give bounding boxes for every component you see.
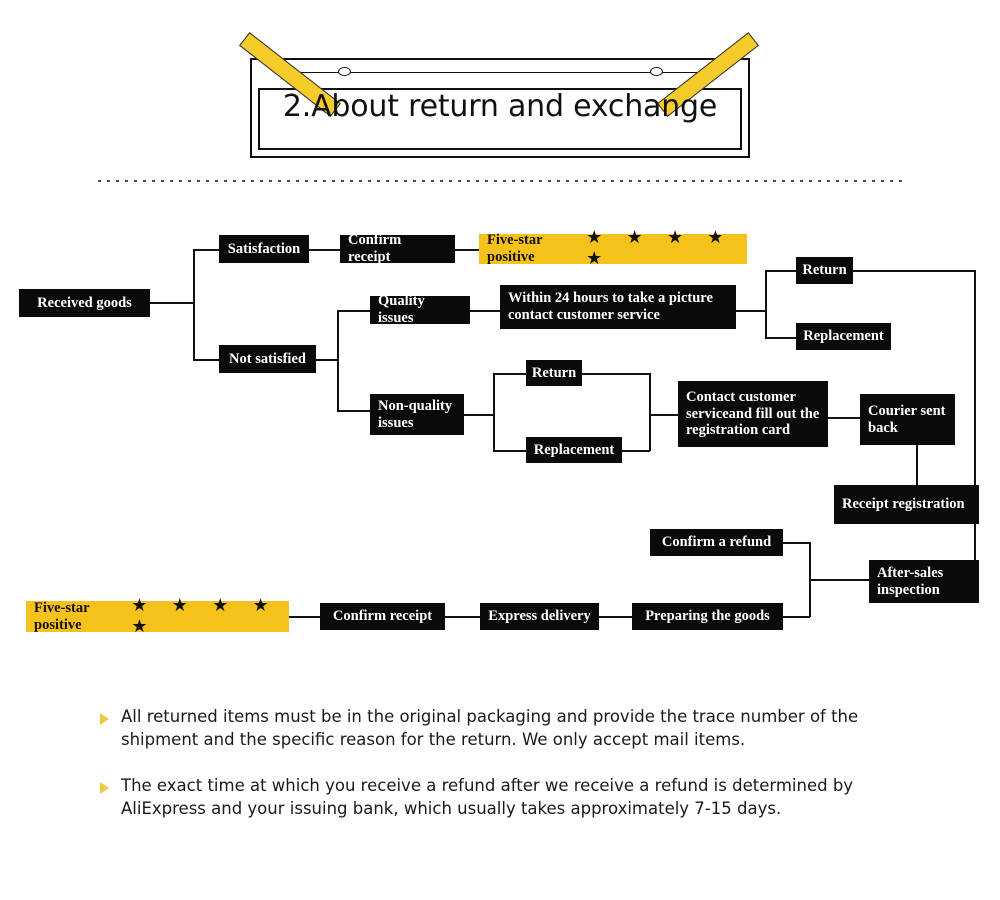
connector-line <box>309 249 340 251</box>
connector-line <box>337 410 371 412</box>
connector-line <box>622 450 650 452</box>
connector-line <box>582 373 650 375</box>
note-item: All returned items must be in the origin… <box>100 705 920 752</box>
five-star-label: Five-star positive <box>487 232 543 265</box>
header-banner: 2.About return and exchange <box>239 32 759 158</box>
connector-line <box>193 249 195 360</box>
node-confirm-a-refund[interactable]: Confirm a refund <box>650 529 783 556</box>
banner-dot-right-icon <box>650 67 663 76</box>
connector-line <box>599 616 632 618</box>
node-label: Return <box>802 262 847 279</box>
five-star-label: Five-star positive <box>34 599 90 633</box>
dotted-divider <box>98 180 902 182</box>
connector-line <box>649 414 678 416</box>
connector-line <box>316 359 338 361</box>
note-text: The exact time at which you receive a re… <box>121 775 854 819</box>
star-rating-icon: ★ ★ ★ ★ ★ <box>131 594 278 637</box>
node-quality-issues[interactable]: Quality issues <box>370 293 470 326</box>
page-title: 2.About return and exchange <box>282 89 718 124</box>
node-label: Not satisfied <box>229 350 306 367</box>
node-label: Preparing the goods <box>645 608 770 625</box>
connector-line <box>765 270 767 337</box>
connector-line <box>916 445 918 485</box>
node-courier-sent-back[interactable]: Courier sent back <box>860 394 955 445</box>
triangle-bullet-icon <box>100 713 109 725</box>
node-label: Express delivery <box>488 608 591 625</box>
connector-line <box>809 579 869 581</box>
connector-line <box>337 310 339 411</box>
node-receipt-registration[interactable]: Receipt registration <box>834 485 979 524</box>
node-non-quality-issues[interactable]: Non-quality issues <box>370 394 464 435</box>
connector-line <box>853 270 975 272</box>
node-label: Replacement <box>803 328 884 345</box>
node-return-top[interactable]: Return <box>796 257 853 284</box>
connector-line <box>464 414 494 416</box>
connector-line <box>974 270 976 571</box>
node-replacement-top[interactable]: Replacement <box>796 323 891 350</box>
connector-line <box>493 450 526 452</box>
node-label: Contact customer serviceand fill out the… <box>686 388 820 439</box>
node-return-mid[interactable]: Return <box>526 360 582 386</box>
node-label: After-sales inspection <box>877 564 944 598</box>
node-label: Receipt registration <box>842 496 965 513</box>
connector-line <box>974 524 976 571</box>
connector-line <box>736 310 766 312</box>
triangle-bullet-icon <box>100 781 109 794</box>
node-label: Quality issues <box>378 293 425 326</box>
node-confirm-receipt-top[interactable]: Confirm receipt <box>340 232 455 265</box>
node-label: Replacement <box>533 441 615 458</box>
connector-line <box>783 616 810 618</box>
note-text: All returned items must be in the origin… <box>121 707 859 750</box>
node-after-sales-inspection[interactable]: After-sales inspection <box>869 560 979 603</box>
connector-line <box>783 542 810 544</box>
node-within-24-hours[interactable]: Within 24 hours to take a picture contac… <box>500 285 736 329</box>
connector-line <box>289 616 320 618</box>
star-rating-icon: ★ ★ ★ ★ ★ <box>586 227 733 269</box>
node-contact-customer-service[interactable]: Contact customer serviceand fill out the… <box>678 381 828 447</box>
connector-line <box>649 373 651 451</box>
node-satisfaction[interactable]: Satisfaction <box>219 235 309 263</box>
connector-line <box>455 249 479 251</box>
connector-line <box>765 270 796 272</box>
node-label: Courier sent back <box>868 402 946 436</box>
node-label: Received goods <box>37 294 132 311</box>
node-replacement-mid[interactable]: Replacement <box>526 437 622 463</box>
node-confirm-receipt-bottom[interactable]: Confirm receipt <box>320 603 445 630</box>
node-preparing-the-goods[interactable]: Preparing the goods <box>632 603 783 630</box>
banner-rule-line <box>290 72 710 73</box>
connector-line <box>337 310 371 312</box>
node-received-goods[interactable]: Received goods <box>19 289 150 317</box>
connector-line <box>828 417 860 419</box>
note-item: The exact time at which you receive a re… <box>100 774 920 821</box>
node-not-satisfied[interactable]: Not satisfied <box>219 345 316 373</box>
connector-line <box>150 302 194 304</box>
node-express-delivery[interactable]: Express delivery <box>480 603 599 630</box>
node-label: Confirm receipt <box>348 232 402 265</box>
node-label: Confirm receipt <box>332 608 433 625</box>
notes-list: All returned items must be in the origin… <box>100 705 920 843</box>
node-label: Return <box>531 364 577 381</box>
node-label: Within 24 hours to take a picture contac… <box>508 290 713 323</box>
connector-line <box>193 359 220 361</box>
connector-line <box>765 337 796 339</box>
node-label: Confirm a refund <box>661 534 772 551</box>
connector-line <box>493 373 526 375</box>
banner-dot-left-icon <box>338 67 351 76</box>
connector-line <box>193 249 220 251</box>
connector-line <box>445 616 480 618</box>
node-label: Non-quality issues <box>378 397 453 431</box>
node-five-star-positive-top[interactable]: Five-star positive ★ ★ ★ ★ ★ <box>479 227 747 269</box>
banner-inner-frame <box>258 88 742 150</box>
node-label: Satisfaction <box>227 240 301 257</box>
connector-line <box>493 373 495 451</box>
connector-line <box>470 310 500 312</box>
node-five-star-positive-bottom[interactable]: Five-star positive ★ ★ ★ ★ ★ <box>26 595 289 636</box>
